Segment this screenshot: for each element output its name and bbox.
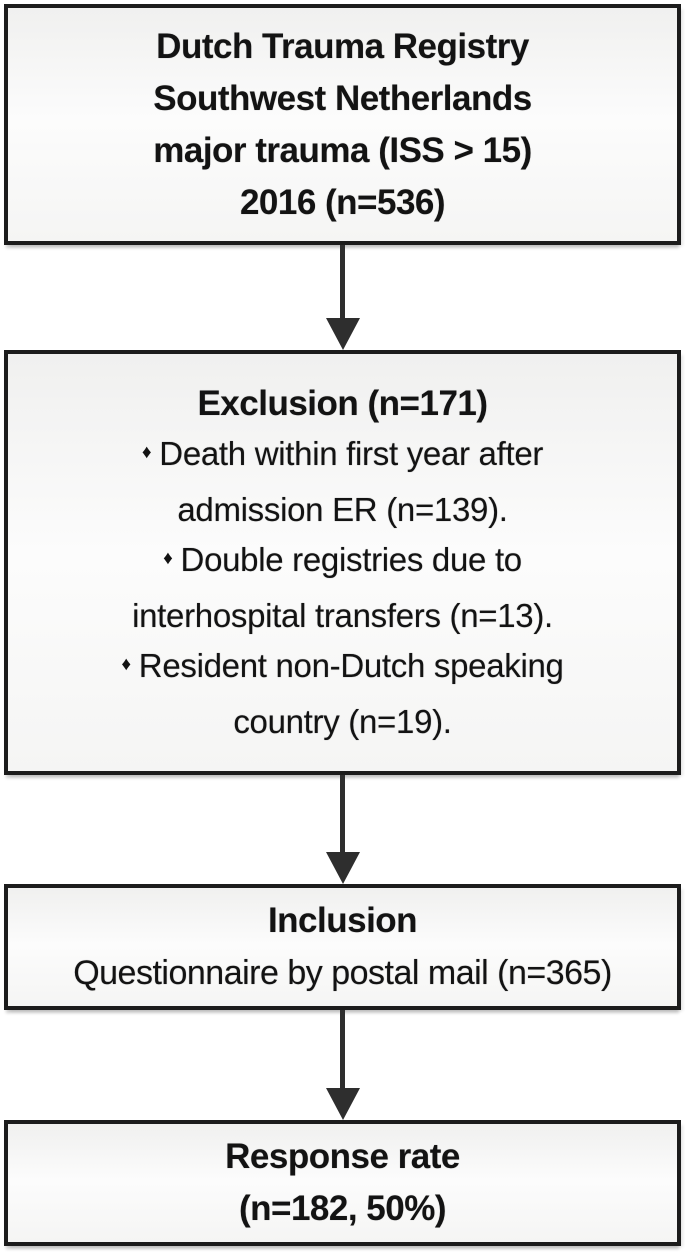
exclusion-bullet-1-line-1: Death within first year after [159, 434, 544, 472]
diamond-bullet-icon: ♦ [163, 547, 173, 569]
registry-line-4: 2016 (n=536) [239, 182, 446, 222]
diamond-bullet-icon: ♦ [121, 653, 131, 675]
response-subtitle: (n=182, 50%) [238, 1189, 447, 1228]
exclusion-bullet-3-line-1: Resident non-Dutch speaking [138, 646, 564, 684]
exclusion-bullet-1-line-2: admission ER (n=139). [177, 490, 508, 528]
inclusion-subtitle: Questionnaire by postal mail (n=365) [73, 954, 612, 992]
exclusion-bullet-2: ♦ Double registries due to [8, 535, 677, 591]
node-inclusion: Inclusion Questionnaire by postal mail (… [4, 884, 681, 1010]
arrow-head-icon [325, 852, 360, 884]
registry-line-1: Dutch Trauma Registry [156, 26, 529, 66]
arrow-head-icon [325, 318, 360, 350]
exclusion-bullet-1: ♦ Death within first year after [8, 429, 677, 485]
exclusion-bullet-2-line-2: interhospital transfers (n=13). [132, 596, 553, 634]
arrow-stem [340, 1010, 345, 1089]
response-title: Response rate [225, 1137, 460, 1176]
exclusion-bullet-3-line-2: country (n=19). [233, 702, 452, 740]
node-response-rate: Response rate (n=182, 50%) [4, 1120, 681, 1246]
flow-arrow-1 [0, 245, 685, 350]
node-registry: Dutch Trauma Registry Southwest Netherla… [4, 4, 681, 245]
flow-arrow-3 [0, 1010, 685, 1120]
flow-arrow-2 [0, 775, 685, 884]
arrow-stem [340, 245, 345, 319]
exclusion-bullet-3: ♦ Resident non-Dutch speaking [8, 641, 677, 697]
arrow-head-icon [325, 1088, 360, 1120]
inclusion-title: Inclusion [267, 901, 418, 940]
exclusion-bullet-2-line-1: Double registries due to [180, 540, 523, 578]
diamond-bullet-icon: ♦ [141, 441, 152, 463]
exclusion-title: Exclusion (n=171) [197, 383, 488, 423]
registry-line-3: major trauma (ISS > 15) [153, 130, 532, 170]
registry-line-2: Southwest Netherlands [153, 78, 532, 118]
node-exclusion: Exclusion (n=171) ♦ Death within first ye… [4, 350, 681, 775]
arrow-stem [340, 775, 345, 853]
